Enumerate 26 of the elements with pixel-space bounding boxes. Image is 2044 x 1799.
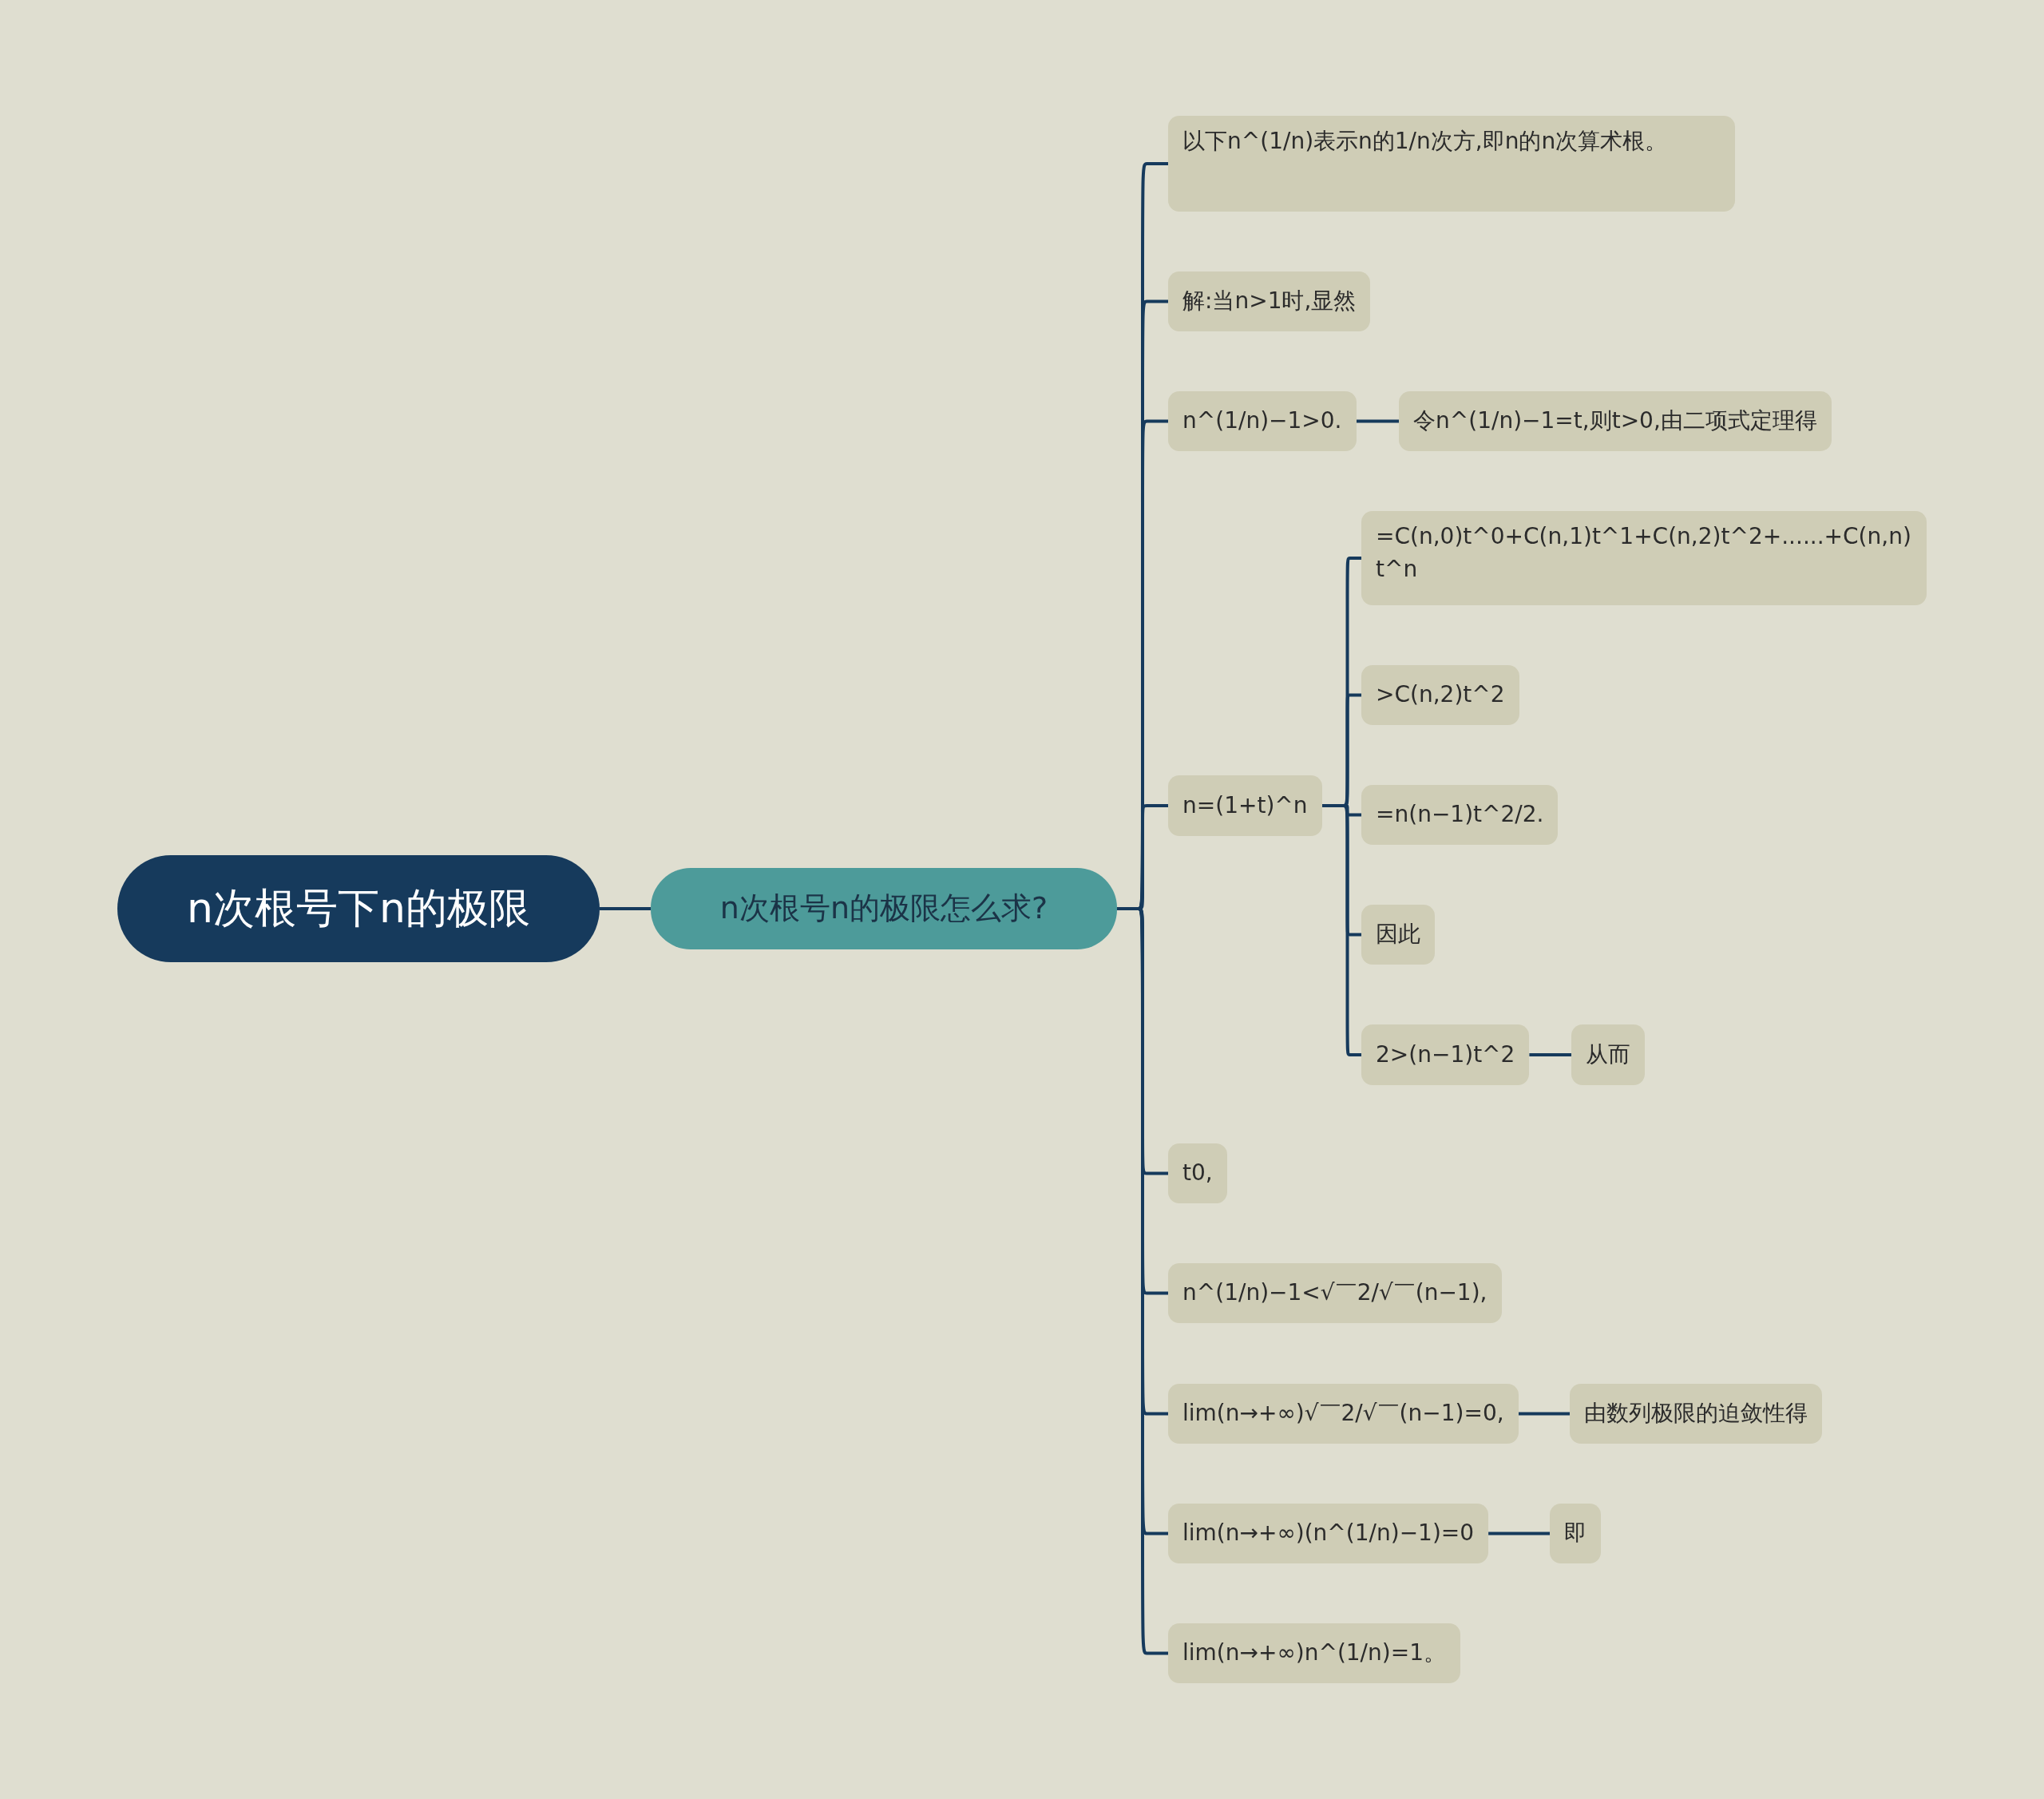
root-topic: n次根号下n的极限 <box>117 855 600 962</box>
connector-line <box>600 907 651 910</box>
topic-box: n=(1+t)^n <box>1168 775 1322 836</box>
topic-box: 由数列极限的迫敛性得 <box>1570 1384 1822 1444</box>
topic-box: =C(n,0)t^0+C(n,1)t^1+C(n,2)t^2+......+C(n,n) t^n <box>1361 511 1927 605</box>
topic-box: t0, <box>1168 1143 1227 1203</box>
topic-box: 从而 <box>1571 1024 1645 1085</box>
main-topic: n次根号n的极限怎么求? <box>651 868 1117 949</box>
topic-box: 解:当n>1时,显然 <box>1168 271 1371 331</box>
connector-line <box>1518 1412 1570 1416</box>
topic-box: 因此 <box>1361 905 1435 965</box>
topic-box: >C(n,2)t^2 <box>1361 665 1519 725</box>
topic-box: 2>(n−1)t^2 <box>1361 1024 1530 1085</box>
topic-box: lim(n→+∞)n^(1/n)=1。 <box>1168 1623 1460 1683</box>
topic-box: 即 <box>1550 1504 1601 1563</box>
topic-box: =n(n−1)t^2/2. <box>1361 785 1559 845</box>
topic-box: lim(n→+∞)(n^(1/n)−1)=0 <box>1168 1504 1489 1563</box>
connector-line <box>1321 804 1361 1056</box>
topic-box: n^(1/n)−1>0. <box>1168 391 1357 451</box>
topic-box: lim(n→+∞)√￣2/√￣(n−1)=0, <box>1168 1384 1519 1444</box>
topic-box: 以下n^(1/n)表示n的1/n次方,即n的n次算术根。 <box>1168 116 1735 212</box>
topic-box: n^(1/n)−1<√￣2/√￣(n−1), <box>1168 1263 1502 1323</box>
connector-line <box>1529 1053 1571 1056</box>
connector-line <box>1488 1532 1550 1535</box>
topic-box: 令n^(1/n)−1=t,则t>0,由二项式定理得 <box>1399 391 1832 451</box>
connector-line <box>1356 419 1399 423</box>
